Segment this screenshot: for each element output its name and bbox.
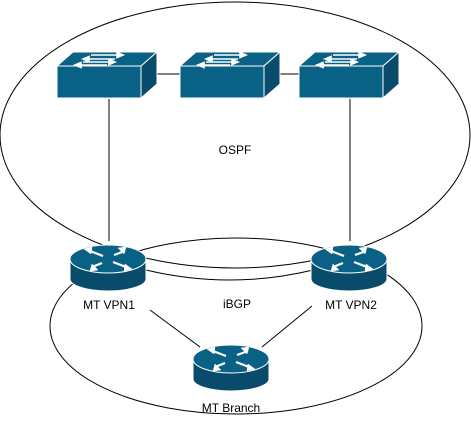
ibgp-area-ellipse [49,237,423,415]
router-icon [309,243,389,293]
router-label-mt-branch: MT Branch [202,401,260,415]
ospf-label: OSPF [219,143,252,157]
switch-left [56,51,158,99]
switch-middle [179,51,281,99]
switch-icon [56,51,158,99]
router-label-mt-vpn2: MT VPN2 [325,298,377,312]
switch-right [298,51,400,99]
link-vpn2-branch [261,305,313,348]
ospf-area-ellipse [0,1,471,269]
router-mt-branch [191,343,271,393]
router-icon [191,343,271,393]
router-label-mt-vpn1: MT VPN1 [83,298,135,312]
switch-icon [179,51,281,99]
ibgp-label: iBGP [223,297,251,311]
link-vpn1-vpn2 [145,269,314,281]
router-mt-vpn1 [68,243,148,293]
router-icon [68,243,148,293]
switch-icon [298,51,400,99]
link-vpn1-branch [149,309,201,348]
router-mt-vpn2 [309,243,389,293]
